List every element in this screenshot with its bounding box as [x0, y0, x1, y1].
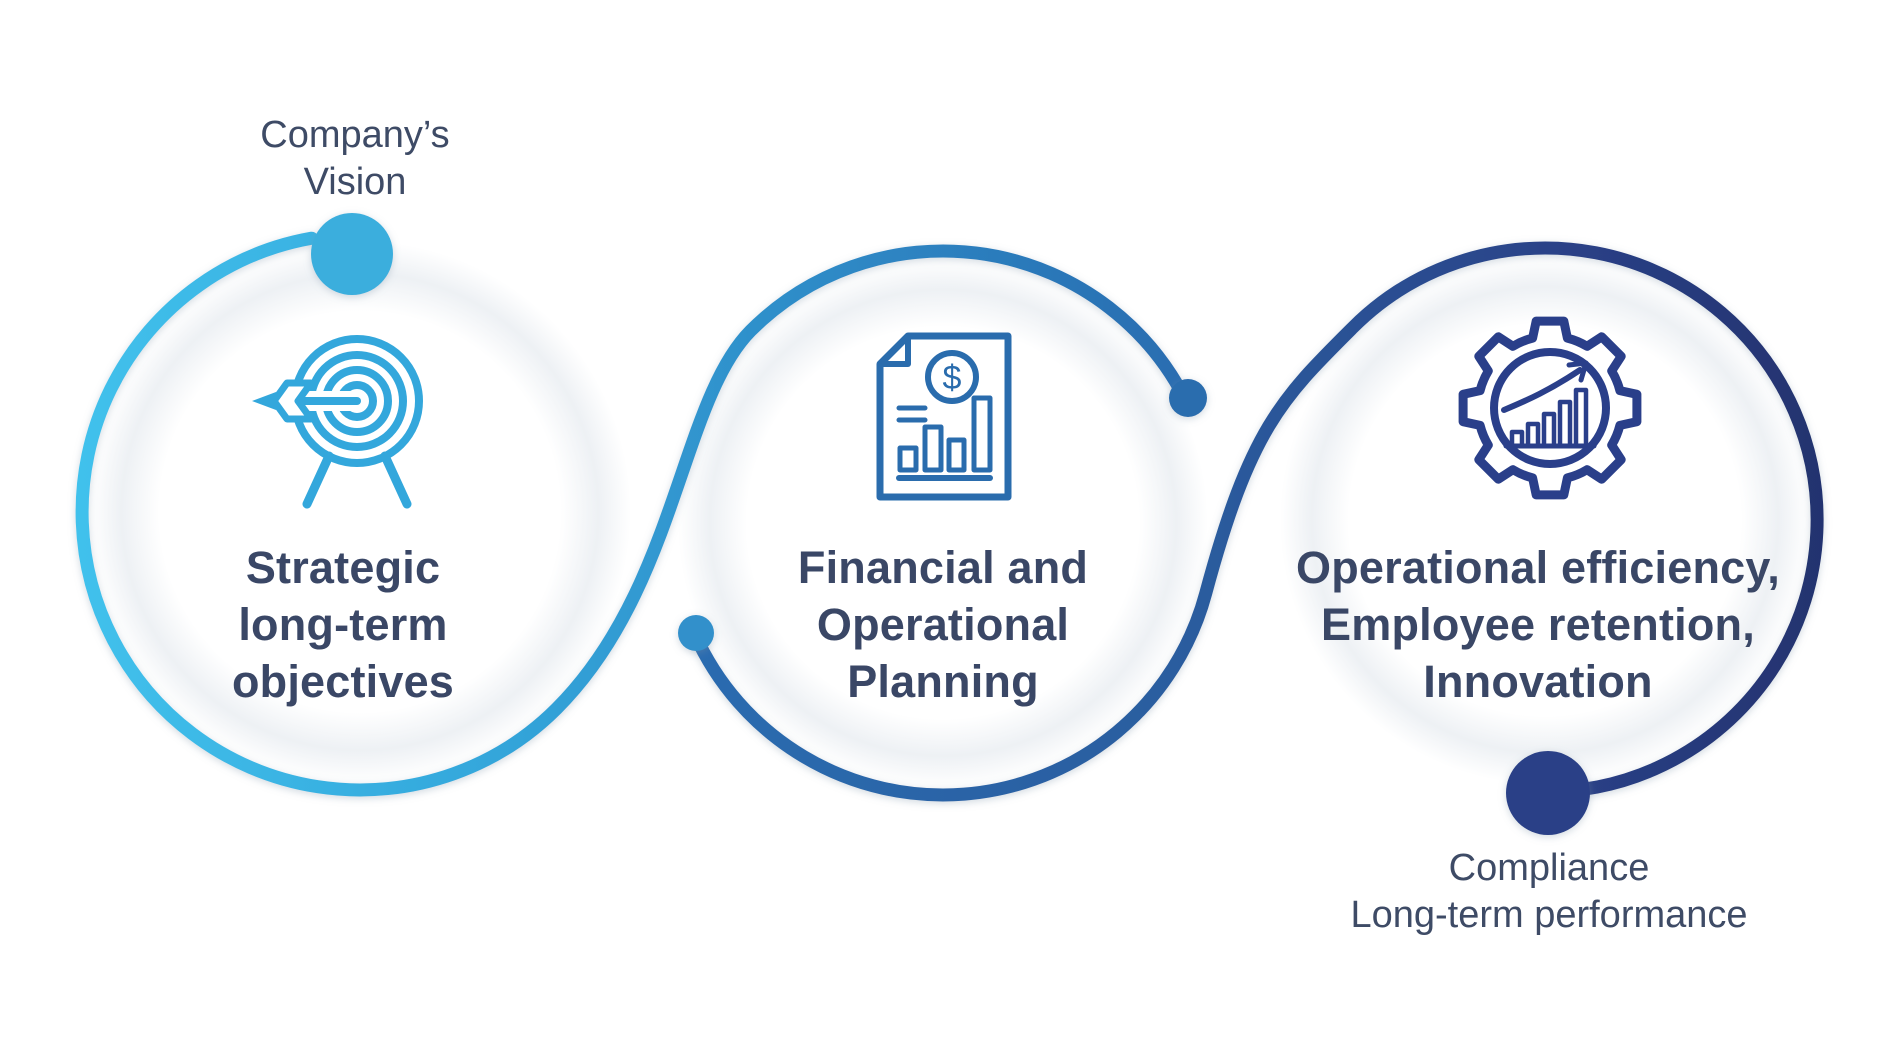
start-label-line: Vision — [303, 161, 407, 203]
end-label-line: Long-term performance — [1350, 894, 1748, 936]
step3-title: Operational efficiency, Employee retenti… — [1238, 539, 1838, 710]
step2-title: Financial and Operational Planning — [643, 539, 1243, 710]
end-label-line: Compliance — [1448, 847, 1650, 889]
step3-title-line: Operational efficiency, — [1296, 542, 1780, 593]
step3-title-line: Innovation — [1423, 656, 1653, 707]
gear-inner-circle — [1490, 348, 1610, 468]
end-label: Compliance Long-term performance — [1299, 845, 1799, 939]
start-dot — [311, 213, 393, 295]
right-loop-shading — [1280, 255, 1810, 785]
target-leg-right — [380, 451, 412, 509]
document-text-lines — [896, 405, 928, 423]
step3-title-line: Employee retention, — [1321, 599, 1755, 650]
step1-title-line: objectives — [231, 656, 455, 707]
growth-arrow-curve — [1501, 367, 1583, 413]
document-outline — [876, 332, 1012, 501]
start-label-line: Company’s — [260, 114, 450, 156]
curve-left-to-middle — [75, 231, 1192, 797]
financial-report-icon: $ — [876, 332, 1012, 501]
target-leg-left — [302, 451, 334, 509]
document-fold-corner — [877, 333, 911, 367]
target-arrow-icon — [252, 335, 423, 509]
curve-middle-to-right — [688, 241, 1824, 802]
arrow-tip — [252, 392, 276, 410]
start-label: Company’s Vision — [105, 112, 605, 206]
document-bar-chart — [896, 395, 993, 481]
gear-outline — [1458, 316, 1642, 500]
connector-dot-right — [1169, 379, 1207, 417]
left-loop-shading — [89, 241, 631, 783]
step1-title-line: Strategic — [245, 542, 441, 593]
middle-loop-shading — [678, 258, 1208, 788]
step1-title-line: long-term — [238, 599, 448, 650]
step1-title: Strategic long-term objectives — [43, 539, 643, 710]
dollar-sign: $ — [943, 359, 962, 397]
gear-growth-icon — [1458, 316, 1642, 500]
step2-title-line: Planning — [847, 656, 1039, 707]
step2-title-line: Financial and — [797, 542, 1089, 593]
dollar-circle — [925, 350, 979, 404]
growth-arrowhead — [1566, 360, 1589, 383]
end-dot — [1506, 751, 1590, 835]
step2-title-line: Operational — [816, 599, 1070, 650]
connector-dot-left — [678, 615, 714, 651]
